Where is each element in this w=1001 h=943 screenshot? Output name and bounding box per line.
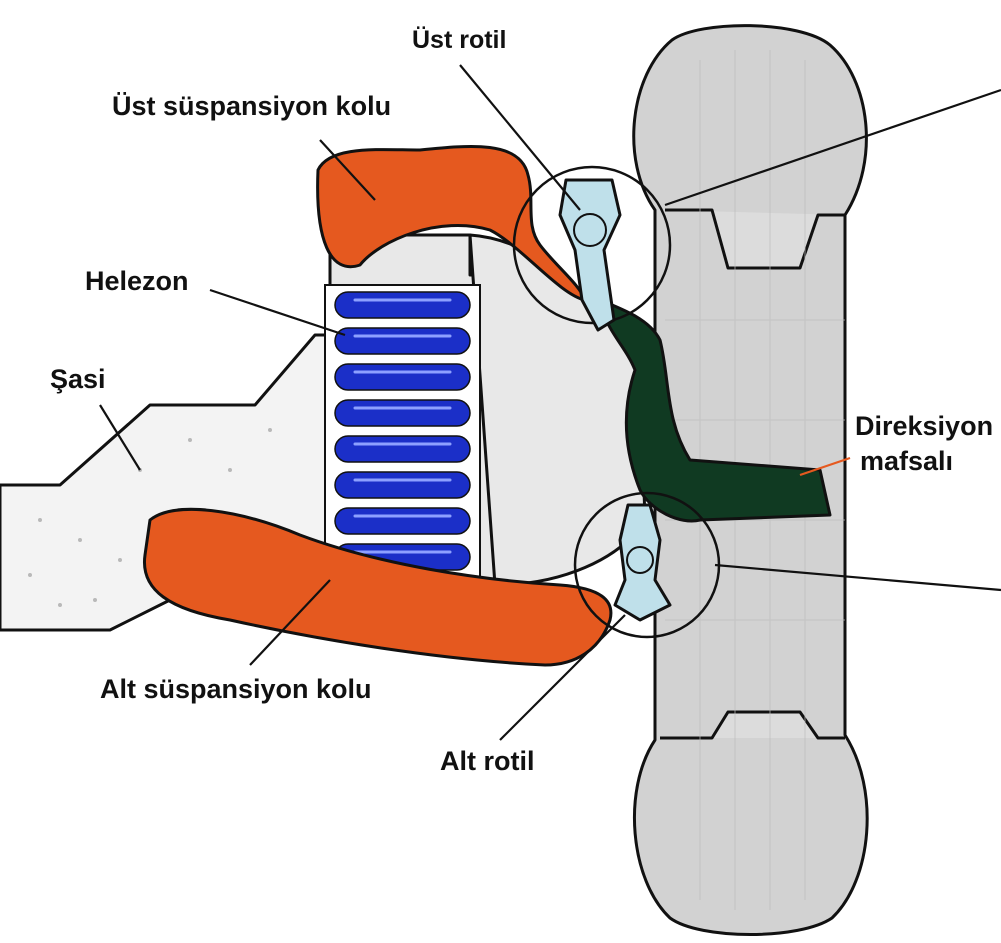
label-ust-suspansiyon-kolu: Üst süspansiyon kolu bbox=[112, 91, 391, 121]
spring-coil-turn bbox=[335, 400, 470, 426]
coil-spring bbox=[325, 285, 480, 585]
spring-coil-turn bbox=[335, 436, 470, 462]
knuckle-bracket bbox=[470, 235, 645, 585]
label-helezon: Helezon bbox=[85, 266, 189, 296]
spring-coil-turn bbox=[335, 508, 470, 534]
label-mafsali: mafsalı bbox=[860, 446, 953, 476]
label-alt-rotil: Alt rotil bbox=[440, 746, 535, 776]
spring-coil-turn bbox=[335, 292, 470, 318]
spring-coil-turn bbox=[335, 364, 470, 390]
label-ust-rotil: Üst rotil bbox=[412, 25, 506, 54]
label-direksiyon: Direksiyon bbox=[855, 411, 993, 441]
spring-coil-turn bbox=[335, 472, 470, 498]
spring-coil-turn bbox=[335, 328, 470, 354]
label-alt-suspansiyon-kolu: Alt süspansiyon kolu bbox=[100, 674, 372, 704]
label-sasi: Şasi bbox=[50, 364, 106, 394]
